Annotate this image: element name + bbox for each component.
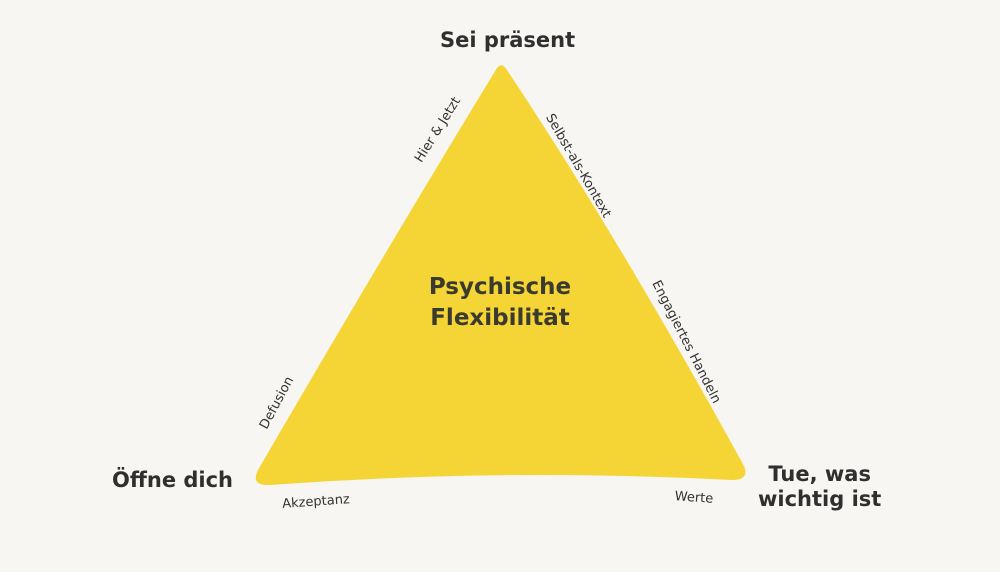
corner-label-left: Öffne dich xyxy=(112,468,233,492)
corner-label-right-line1: Tue, was xyxy=(768,462,871,486)
triangle-shape xyxy=(255,65,746,486)
corner-label-top: Sei präsent xyxy=(440,28,576,52)
edge-label-werte: Werte xyxy=(674,489,714,507)
center-title-line2: Flexibilität xyxy=(430,305,570,332)
center-title-line1: Psychische xyxy=(428,274,572,300)
corner-label-right: Tue, was wichtig ist xyxy=(758,462,881,512)
center-title: Psychische Flexibilität xyxy=(380,272,620,334)
corner-label-right-line2: wichtig ist xyxy=(758,487,882,512)
